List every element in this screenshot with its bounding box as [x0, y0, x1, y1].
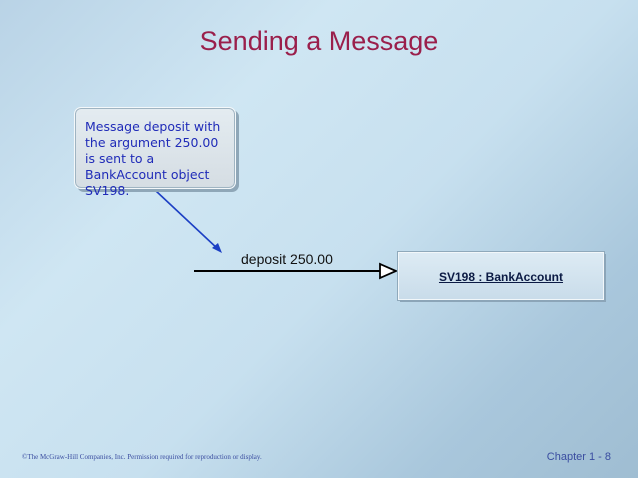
message-callout: Message deposit with the argument 250.00…: [74, 107, 236, 198]
callout-pointer-line: [155, 190, 220, 251]
slide-title: Sending a Message: [0, 26, 638, 57]
footer-copyright: ©The McGraw-Hill Companies, Inc. Permiss…: [22, 453, 262, 461]
callout-text: Message deposit with the argument 250.00…: [85, 119, 221, 198]
footer-chapter: Chapter 1 - 8: [546, 451, 611, 463]
callout-pointer-arrowhead: [212, 243, 222, 253]
object-box: SV198 : BankAccount: [398, 252, 604, 300]
message-arrow-head: [379, 262, 399, 280]
slide-title-text: Sending a Message: [199, 26, 439, 56]
message-label: deposit 250.00: [241, 251, 333, 267]
object-label: SV198 : BankAccount: [438, 270, 564, 284]
